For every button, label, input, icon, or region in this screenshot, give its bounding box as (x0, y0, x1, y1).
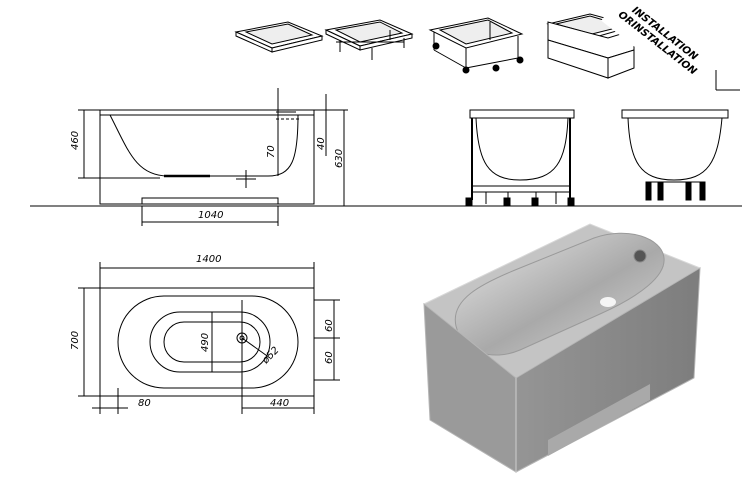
dim-drain-x-440: 440 (270, 398, 289, 409)
bathtub-3d-render (423, 223, 702, 473)
side-view-inner-profile (109, 114, 299, 177)
dim-length-1400: 1400 (196, 254, 221, 265)
end-view-legs (621, 109, 729, 201)
install-thumb-4 (546, 13, 636, 79)
dim-rim-40: 40 (316, 137, 327, 150)
dim-drain-offset-top-60: 60 (324, 319, 335, 332)
top-view-outline (99, 287, 315, 397)
dim-total-630: 630 (334, 149, 345, 168)
front-view-frame (465, 109, 575, 207)
dim-width-700: 700 (70, 331, 81, 350)
dim-drain-70: 70 (266, 145, 277, 158)
install-thumb-1 (234, 21, 324, 53)
dim-inner-490: 490 (200, 333, 211, 352)
dim-height-460: 460 (70, 131, 81, 150)
top-view-basin (149, 311, 271, 373)
dim-bottom-1040: 1040 (198, 210, 223, 221)
dim-left-offset-80: 80 (138, 398, 151, 409)
side-view-outline (99, 109, 315, 205)
dim-drain-offset-bottom-60: 60 (324, 351, 335, 364)
install-thumb-2 (324, 19, 414, 60)
top-view-rim (117, 295, 299, 389)
top-view (78, 262, 340, 414)
install-thumb-3 (428, 17, 524, 74)
dim-drain-diameter: ø52 (260, 345, 282, 367)
side-view (30, 88, 742, 226)
